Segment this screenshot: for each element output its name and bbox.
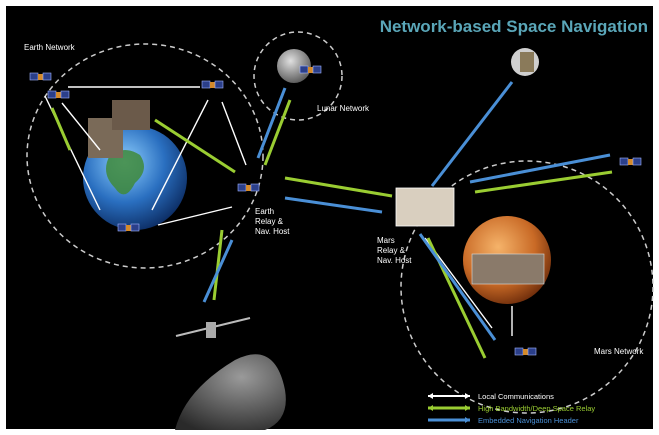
deep-space-probe-right <box>619 157 642 166</box>
earth-satellite-bottom <box>117 223 140 232</box>
earth-network-label: Earth Network <box>24 43 76 52</box>
mars-orbiter-small <box>514 347 537 356</box>
diagram-title: Network-based Space Navigation <box>380 17 648 36</box>
navigation-links <box>202 81 611 341</box>
deep-space-probe-top <box>511 48 539 76</box>
legend-label-local: Local Communications <box>478 392 554 401</box>
legend-label-relay: High Bandwidth/Deep Space Relay <box>478 404 595 413</box>
earth-satellite-mid-left <box>47 90 70 99</box>
earth-network-boundary <box>26 43 264 269</box>
lunar-network-label: Lunar Network <box>317 104 370 113</box>
mars-network-label: Mars Network <box>594 347 644 356</box>
mars-relay-spacecraft <box>395 187 455 227</box>
mars-network-boundary <box>400 160 654 414</box>
legend-item-local: Local Communications <box>428 392 554 401</box>
mars-relay-label: Mars Relay & Nav. Host <box>377 236 412 265</box>
space-telescope <box>175 317 251 338</box>
relay-links <box>50 99 613 359</box>
earth-antenna-photo <box>112 100 150 130</box>
earth-satellite-top-left <box>29 72 52 81</box>
lunar-network-boundary <box>253 31 343 121</box>
earth-relay-label: Earth Relay & Nav. Host <box>255 207 290 236</box>
earth-continent <box>106 150 144 195</box>
legend-item-relay: High Bandwidth/Deep Space Relay <box>428 404 595 413</box>
legend-item-nav: Embedded Navigation Header <box>428 416 579 425</box>
earth-satellite-top-right <box>201 80 224 89</box>
legend: Local Communications High Bandwidth/Deep… <box>428 392 595 425</box>
asteroid <box>175 354 286 430</box>
lunar-orbiter <box>299 65 322 74</box>
earth-relay-satellite <box>237 183 260 192</box>
legend-label-nav: Embedded Navigation Header <box>478 416 579 425</box>
mars-rover-photo <box>471 253 545 285</box>
moon <box>277 49 311 83</box>
